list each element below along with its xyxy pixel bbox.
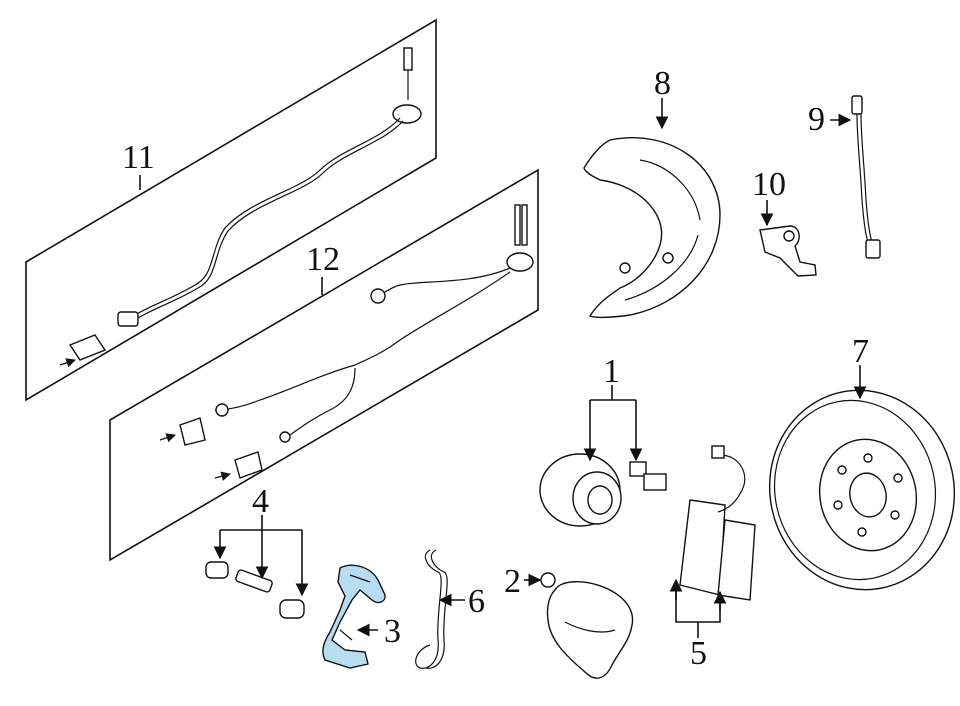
callout-10: 10 bbox=[752, 166, 786, 203]
part-3-caliper-bracket bbox=[322, 564, 386, 669]
callout-1: 1 bbox=[603, 353, 620, 390]
callout-9: 9 bbox=[808, 101, 825, 138]
callout-3: 3 bbox=[384, 613, 401, 650]
callout-5: 5 bbox=[690, 635, 707, 672]
bracket-1 bbox=[590, 385, 636, 401]
callout-8: 8 bbox=[654, 65, 671, 102]
part-7-brake-rotor bbox=[768, 389, 956, 591]
callout-4: 4 bbox=[252, 483, 269, 520]
part-4-guide-pin-kit bbox=[205, 561, 305, 619]
part-2-brake-caliper bbox=[540, 572, 634, 679]
panel-11-sensor-harness bbox=[25, 18, 437, 402]
part-9-sensor-cable bbox=[851, 95, 881, 259]
panel-12-sensor-harness bbox=[109, 168, 539, 562]
part-8-dust-shield bbox=[583, 137, 721, 319]
callout-6: 6 bbox=[468, 583, 485, 620]
callout-7: 7 bbox=[852, 333, 869, 370]
part-6-spring-clip bbox=[415, 549, 448, 669]
callout-2: 2 bbox=[504, 563, 521, 600]
part-1-hub-bearing bbox=[539, 453, 667, 527]
callout-12: 12 bbox=[306, 241, 340, 278]
bracket-4 bbox=[220, 515, 302, 531]
part-10-speed-sensor bbox=[759, 225, 817, 277]
callout-11: 11 bbox=[122, 139, 155, 176]
part-5-brake-pads bbox=[679, 445, 756, 601]
